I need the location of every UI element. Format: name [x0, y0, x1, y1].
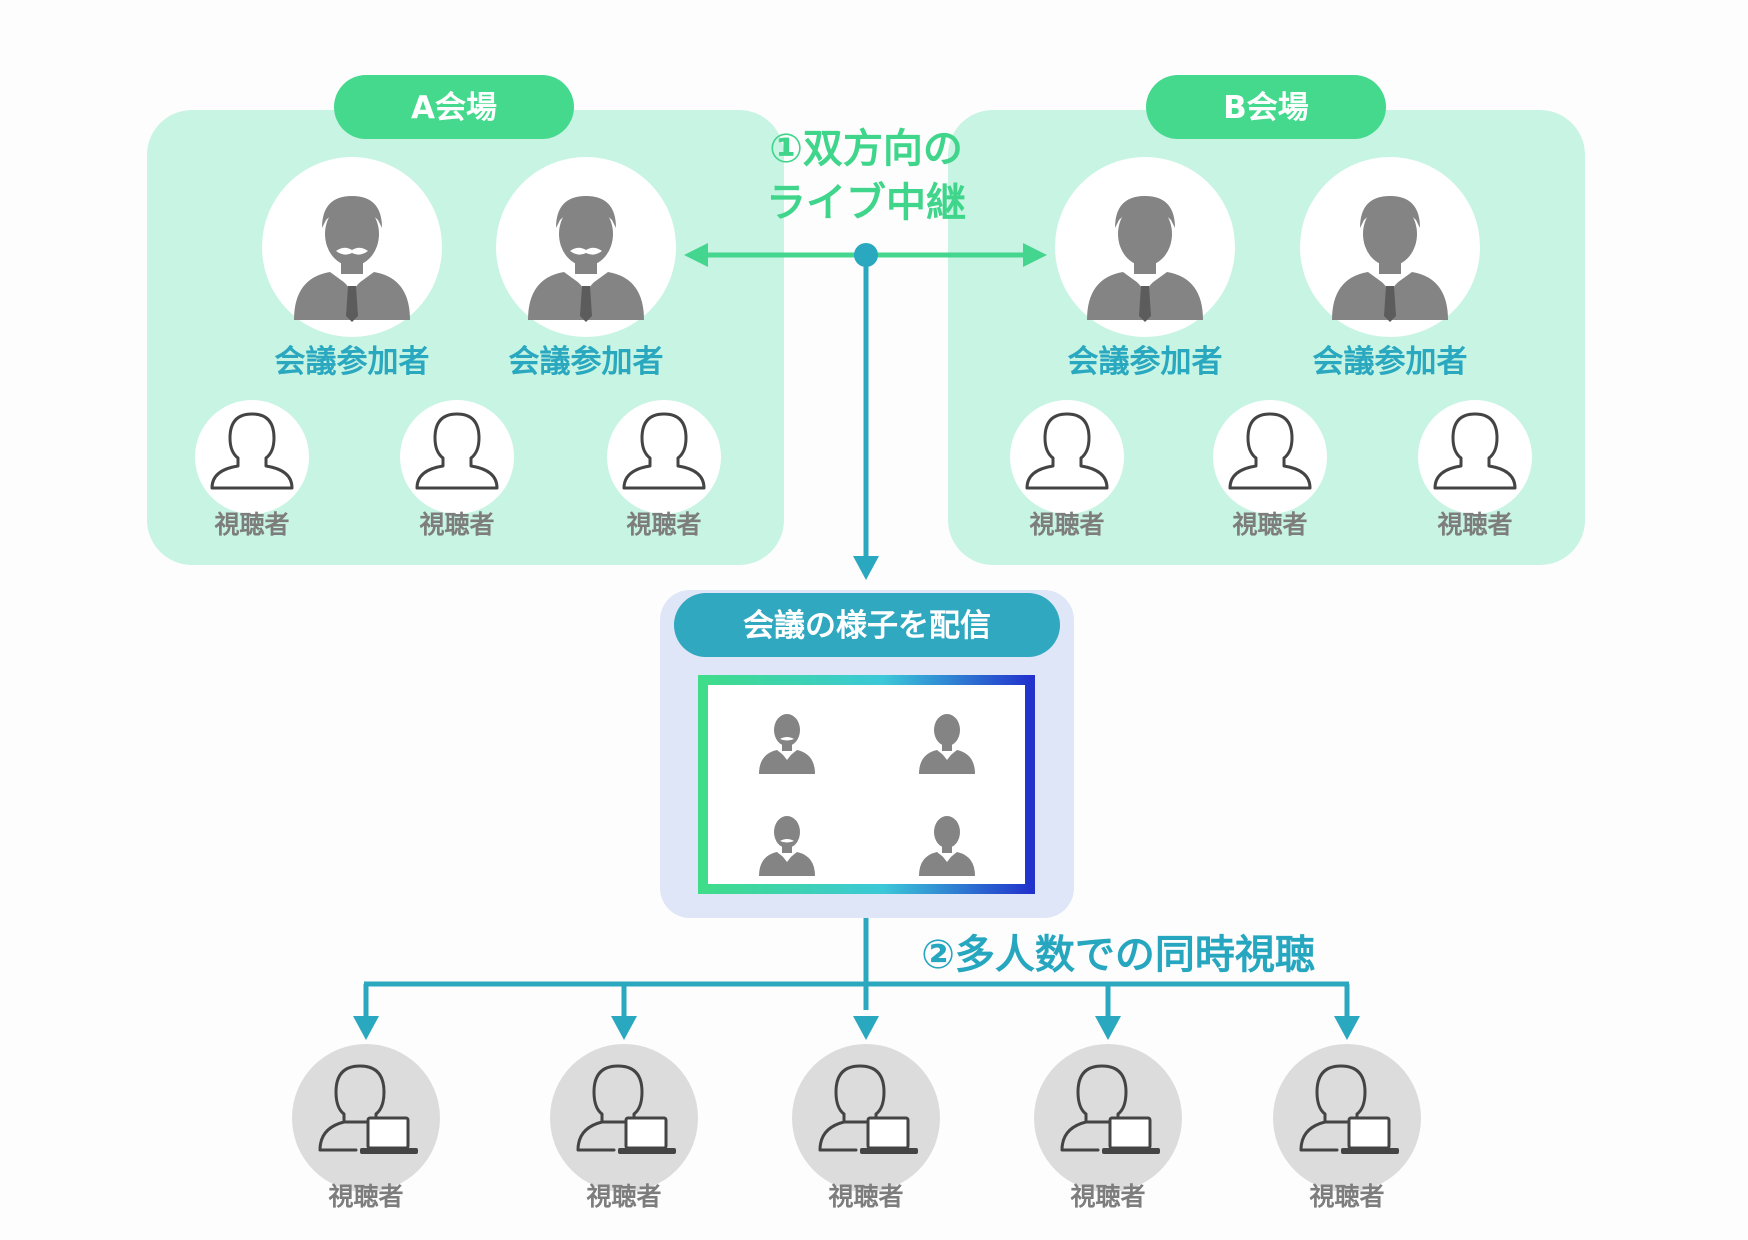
venue-b-participant: 会議参加者 — [1055, 157, 1235, 380]
relay-caption-line2: ライブ中継 — [766, 180, 966, 226]
remote-viewer-label: 視聴者 — [586, 1182, 661, 1211]
venue-b-viewer: 視聴者 — [1213, 400, 1327, 539]
venue-b-title-pill — [1146, 75, 1386, 139]
remote-viewer-label: 視聴者 — [828, 1182, 903, 1211]
venue-a-title: A会場 — [411, 90, 497, 126]
venue-a: A会場 会議参加者 会議参加者 視聴者 視聴者 視聴者 — [147, 75, 784, 565]
remote-viewer-label: 視聴者 — [328, 1182, 403, 1211]
participant-label: 会議参加者 — [1313, 344, 1468, 380]
venue-b-viewer: 視聴者 — [1010, 400, 1124, 539]
arrow-down-icon — [353, 1016, 379, 1040]
arrow-right-icon — [1023, 243, 1047, 267]
remote-viewer: 視聴者 — [292, 1044, 440, 1211]
venue-a-title-pill — [334, 75, 574, 139]
venue-a-participant: 会議参加者 — [262, 157, 442, 380]
venue-a-viewer: 視聴者 — [400, 400, 514, 539]
viewer-label: 視聴者 — [419, 510, 494, 539]
arrow-down-icon — [1095, 1016, 1121, 1040]
stream-panel: 会議の様子を配信 — [660, 590, 1074, 918]
venue-a-viewer: 視聴者 — [195, 400, 309, 539]
viewer-label: 視聴者 — [1437, 510, 1512, 539]
remote-viewer-label: 視聴者 — [1309, 1182, 1384, 1211]
arrow-down-icon — [611, 1016, 637, 1040]
arrow-left-icon — [684, 243, 708, 267]
stream-title: 会議の様子を配信 — [743, 608, 991, 644]
broadcast-caption: ②多人数での同時視聴 — [921, 932, 1315, 978]
video-grid — [698, 675, 1035, 894]
remote-viewer: 視聴者 — [1273, 1044, 1421, 1211]
relay-caption-line1: ①双方向の — [769, 126, 963, 172]
stream-title-pill — [674, 593, 1060, 657]
venue-a-participant: 会議参加者 — [496, 157, 676, 380]
distribution-arrow — [853, 243, 879, 580]
participant-label: 会議参加者 — [509, 344, 664, 380]
remote-viewer-label: 視聴者 — [1070, 1182, 1145, 1211]
participant-label: 会議参加者 — [275, 344, 430, 380]
viewer-label: 視聴者 — [626, 510, 701, 539]
junction-dot — [854, 243, 878, 267]
broadcast-tree — [353, 918, 1360, 1040]
venue-a-viewer: 視聴者 — [607, 400, 721, 539]
relay-caption: ①双方向の ライブ中継 — [766, 126, 966, 226]
venue-b-participant: 会議参加者 — [1300, 157, 1480, 380]
venue-b-viewer: 視聴者 — [1418, 400, 1532, 539]
venue-b: B会場 会議参加者 会議参加者 視聴者 視聴者 視聴者 — [948, 75, 1585, 565]
arrow-down-icon — [853, 1016, 879, 1040]
remote-viewer: 視聴者 — [792, 1044, 940, 1211]
remote-viewer: 視聴者 — [1034, 1044, 1182, 1211]
viewer-label: 視聴者 — [214, 510, 289, 539]
viewer-label: 視聴者 — [1029, 510, 1104, 539]
arrow-down-icon — [853, 556, 879, 580]
remote-viewer: 視聴者 — [550, 1044, 698, 1211]
viewer-label: 視聴者 — [1232, 510, 1307, 539]
arrow-down-icon — [1334, 1016, 1360, 1040]
venue-b-title: B会場 — [1223, 90, 1309, 126]
participant-label: 会議参加者 — [1068, 344, 1223, 380]
